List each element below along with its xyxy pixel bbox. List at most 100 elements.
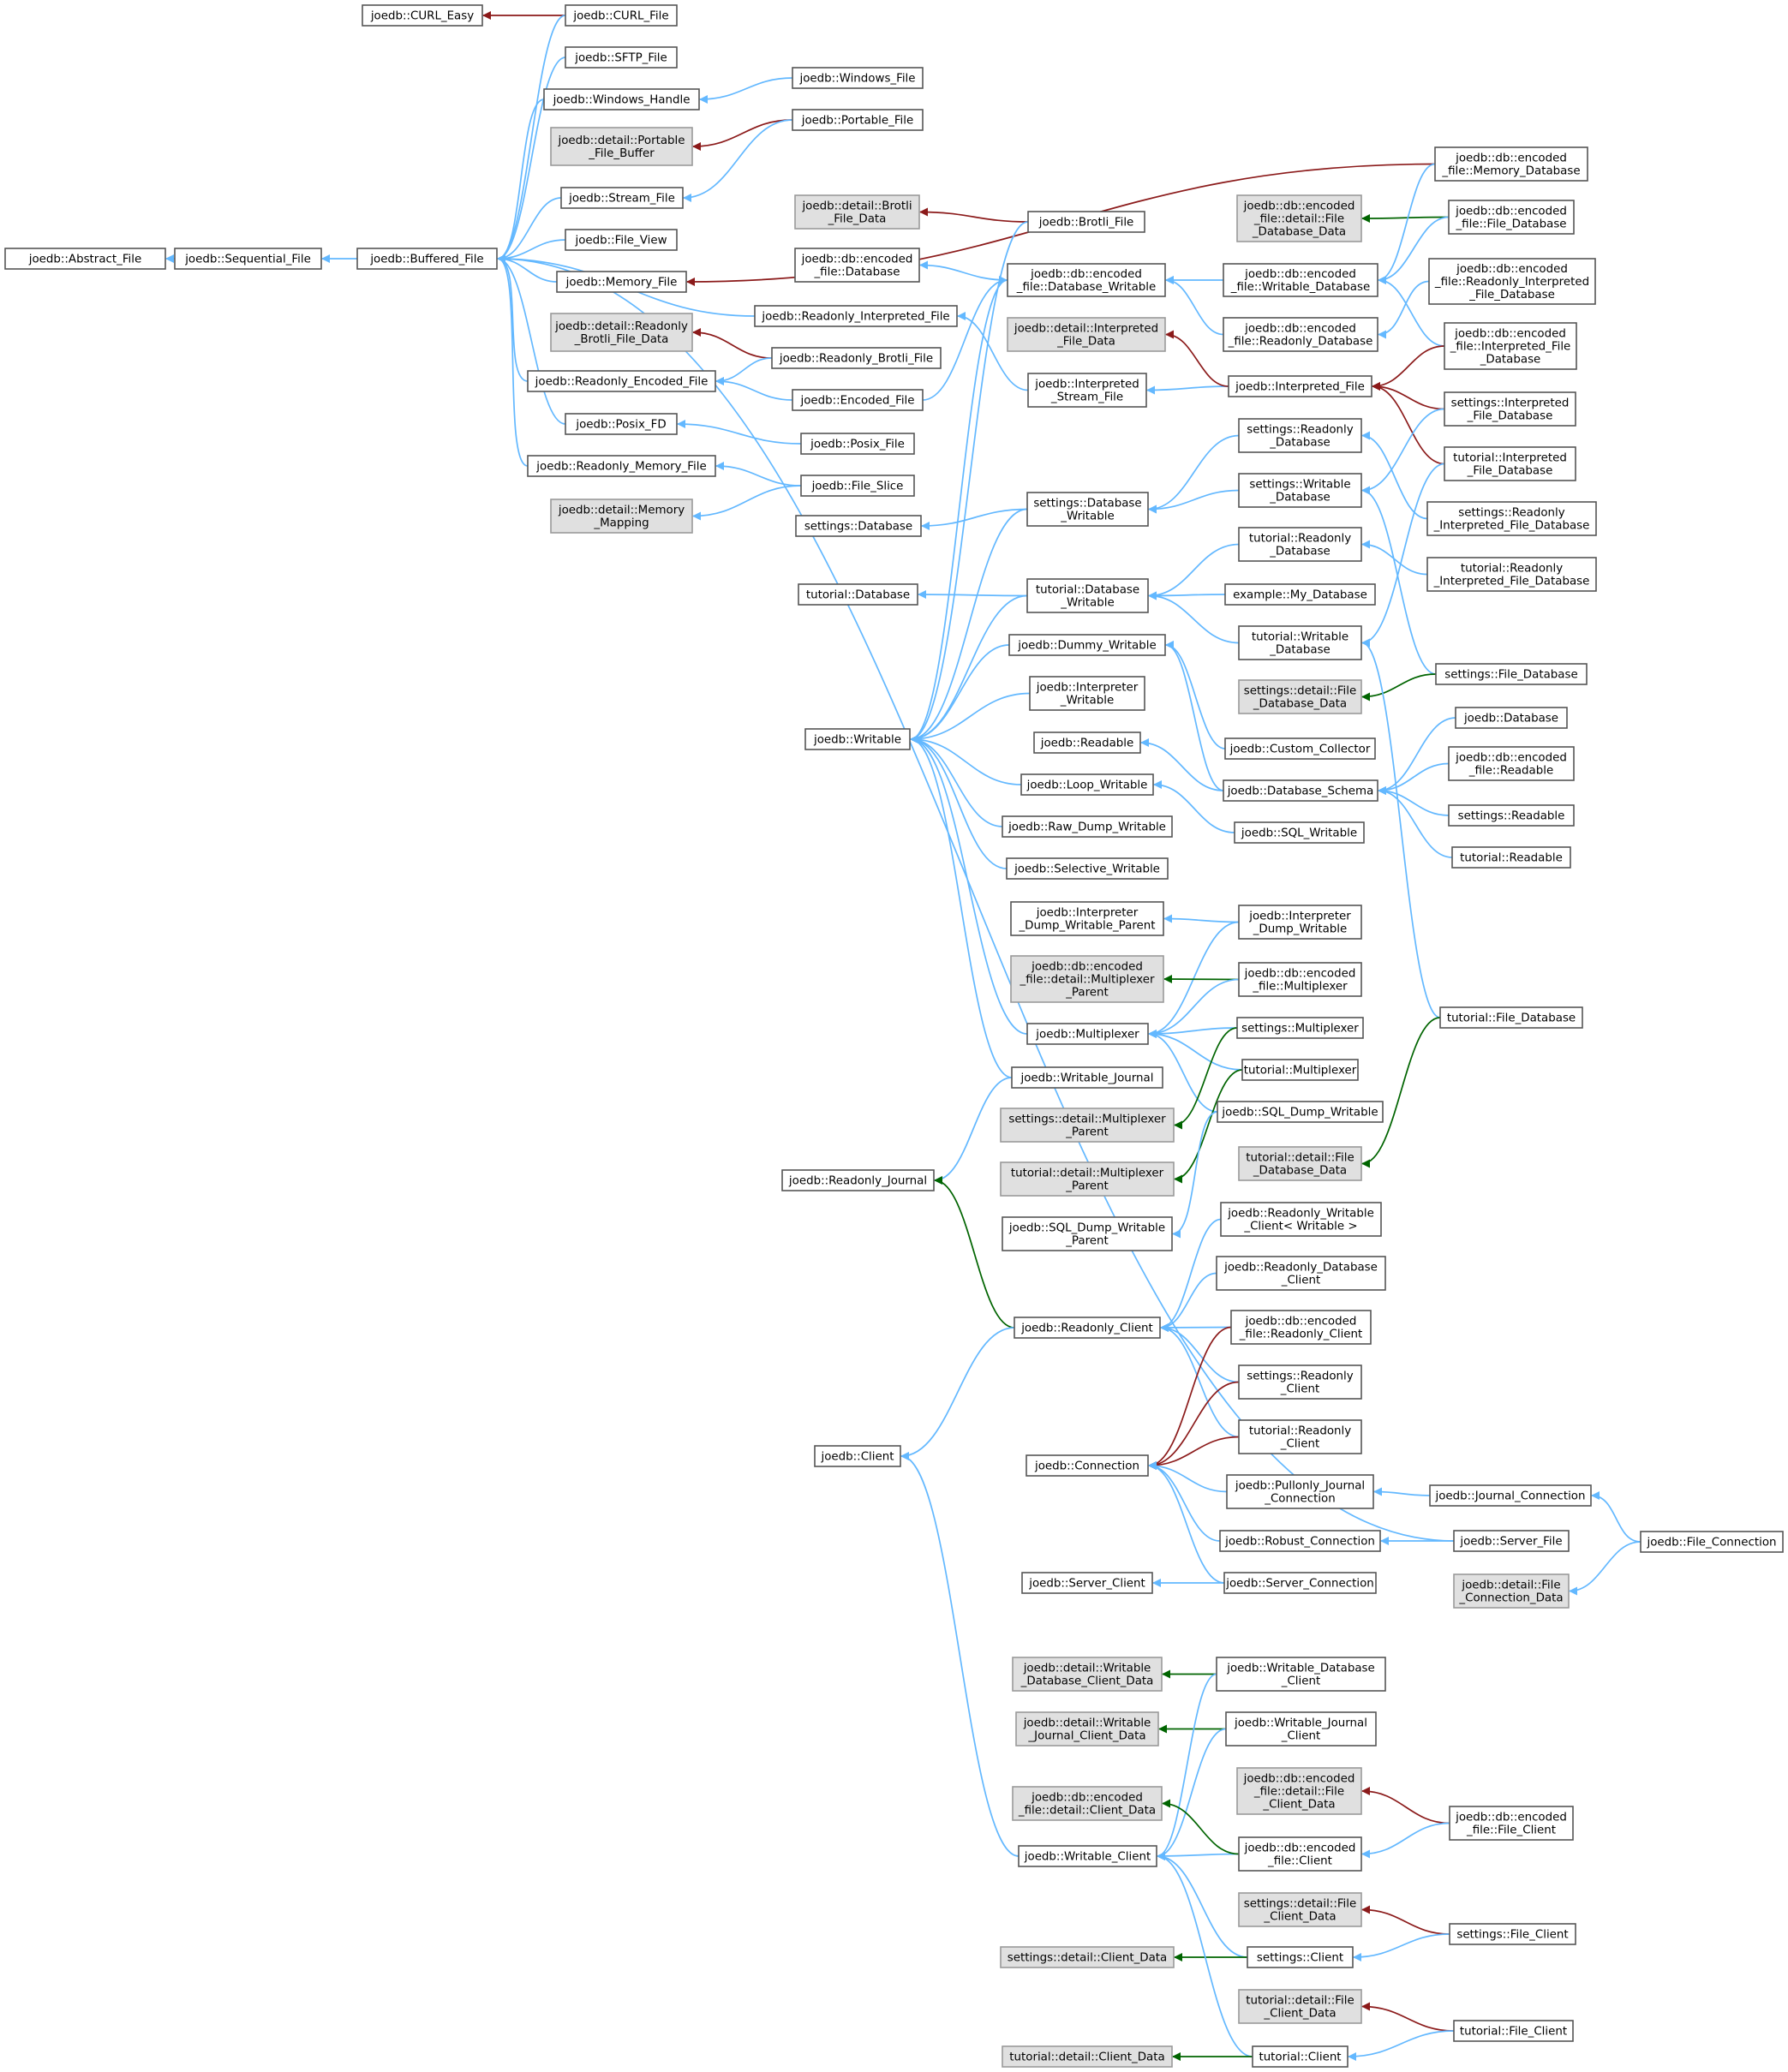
class-node-custom-collector[interactable]: joedb::Custom_Collector (1224, 737, 1376, 760)
class-node-server-connection[interactable]: joedb::Server_Connection (1223, 1572, 1377, 1594)
class-node-enc-detail-multiplexer-parent[interactable]: joedb::db::encoded_file::detail::Multipl… (1010, 955, 1164, 1003)
class-node-enc-database[interactable]: joedb::db::encoded_file::Database (794, 248, 920, 283)
class-node-interpreter-writable[interactable]: joedb::Interpreter_Writable (1029, 676, 1145, 711)
class-node-writable-database-client[interactable]: joedb::Writable_Database_Client (1216, 1657, 1386, 1692)
class-node-enc-file-database[interactable]: joedb::db::encoded_file::File_Database (1448, 200, 1575, 235)
class-node-tutorial-detail-client-data[interactable]: tutorial::detail::Client_Data (1002, 2045, 1173, 2068)
class-node-writable-database-client-data[interactable]: joedb::detail::Writable_Database_Client_… (1012, 1657, 1163, 1692)
class-node-settings-detail-file-client-data[interactable]: settings::detail::File_Client_Data (1238, 1892, 1362, 1927)
class-node-raw-dump-writable[interactable]: joedb::Raw_Dump_Writable (1002, 815, 1173, 838)
class-node-tutorial-detail-multiplexer-parent[interactable]: tutorial::detail::Multiplexer_Parent (1000, 1161, 1175, 1197)
class-node-settings-detail-multiplexer-parent[interactable]: settings::detail::Multiplexer_Parent (1000, 1108, 1175, 1143)
class-node-loop-writable[interactable]: joedb::Loop_Writable (1020, 773, 1154, 796)
class-node-enc-readonly-database[interactable]: joedb::db::encoded_file::Readonly_Databa… (1223, 317, 1378, 352)
class-node-dummy-writable[interactable]: joedb::Dummy_Writable (1008, 634, 1166, 656)
class-node-writable-journal-client-data[interactable]: joedb::detail::Writable_Journal_Client_D… (1015, 1711, 1159, 1747)
class-node-settings-readonly-client[interactable]: settings::Readonly_Client (1238, 1364, 1362, 1400)
class-node-interpreted-file[interactable]: joedb::Interpreted_File (1228, 375, 1372, 397)
class-node-enc-detail-file-client-data[interactable]: joedb::db::encoded_file::detail::File_Cl… (1236, 1767, 1362, 1815)
class-node-tutorial-multiplexer[interactable]: tutorial::Multiplexer (1241, 1059, 1359, 1081)
class-node-settings-readonly-interpreted-file-database[interactable]: settings::Readonly_Interpreted_File_Data… (1426, 501, 1597, 536)
class-node-tutorial-file-client[interactable]: tutorial::File_Client (1453, 2020, 1574, 2042)
class-node-file-connection-data[interactable]: joedb::detail::File_Connection_Data (1453, 1573, 1570, 1609)
class-node-abstract-file[interactable]: joedb::Abstract_File (4, 248, 166, 270)
class-node-tutorial-writable-database[interactable]: tutorial::Writable_Database (1238, 625, 1362, 660)
class-node-sftp-file[interactable]: joedb::SFTP_File (565, 46, 678, 69)
class-node-settings-file-database[interactable]: settings::File_Database (1435, 663, 1588, 685)
class-node-readonly-writable-client[interactable]: joedb::Readonly_Writable_Client< Writabl… (1220, 1202, 1382, 1237)
class-node-windows-file[interactable]: joedb::Windows_File (792, 67, 924, 89)
class-node-enc-detail-client-data[interactable]: joedb::db::encoded_file::detail::Client_… (1012, 1786, 1163, 1821)
class-node-tutorial-readonly-client[interactable]: tutorial::Readonly_Client (1238, 1419, 1362, 1454)
class-node-settings-client[interactable]: settings::Client (1247, 1946, 1354, 1968)
class-node-interpreter-dump-writable-parent[interactable]: joedb::Interpreter_Dump_Writable_Parent (1010, 901, 1164, 936)
class-node-joedb-database[interactable]: joedb::Database (1455, 707, 1568, 729)
class-node-brotli-file[interactable]: joedb::Brotli_File (1027, 211, 1145, 233)
class-node-buffered-file[interactable]: joedb::Buffered_File (356, 248, 498, 270)
class-node-interpreted-stream-file[interactable]: joedb::Interpreted_Stream_File (1027, 373, 1147, 408)
class-node-enc-file-client[interactable]: joedb::db::encoded_file::File_Client (1449, 1806, 1574, 1841)
class-node-readonly-journal[interactable]: joedb::Readonly_Journal (781, 1169, 935, 1191)
class-node-selective-writable[interactable]: joedb::Selective_Writable (1006, 857, 1169, 880)
class-node-tutorial-database-writable[interactable]: tutorial::Database_Writable (1026, 578, 1149, 613)
class-node-file-connection[interactable]: joedb::File_Connection (1640, 1531, 1784, 1553)
class-node-file-slice[interactable]: joedb::File_Slice (800, 475, 915, 497)
class-node-file-view[interactable]: joedb::File_View (565, 229, 678, 251)
class-node-tutorial-readable[interactable]: tutorial::Readable (1451, 846, 1571, 869)
class-node-settings-writable-database[interactable]: settings::Writable_Database (1238, 473, 1362, 508)
class-node-sql-dump-writable[interactable]: joedb::SQL_Dump_Writable (1217, 1101, 1384, 1123)
class-node-enc-writable-database[interactable]: joedb::db::encoded_file::Writable_Databa… (1223, 263, 1378, 297)
class-node-settings-interpreted-file-database[interactable]: settings::Interpreted_File_Database (1444, 391, 1576, 427)
class-node-writable-journal[interactable]: joedb::Writable_Journal (1011, 1066, 1163, 1089)
class-node-robust-connection[interactable]: joedb::Robust_Connection (1219, 1530, 1381, 1552)
class-node-enc-multiplexer[interactable]: joedb::db::encoded_file::Multiplexer (1238, 962, 1362, 997)
class-node-portable-file-buffer[interactable]: joedb::detail::Portable_File_Buffer (550, 127, 693, 166)
class-node-tutorial-client[interactable]: tutorial::Client (1252, 2045, 1348, 2068)
class-node-readonly-brotli-file[interactable]: joedb::Readonly_Brotli_File (771, 347, 942, 369)
class-node-settings-database-writable[interactable]: settings::Database_Writable (1026, 492, 1149, 527)
class-node-settings-readable[interactable]: settings::Readable (1448, 804, 1575, 827)
class-node-enc-memory-database[interactable]: joedb::db::encoded_file::Memory_Database (1434, 146, 1588, 182)
class-node-sequential-file[interactable]: joedb::Sequential_File (174, 248, 322, 270)
class-node-multiplexer[interactable]: joedb::Multiplexer (1026, 1023, 1149, 1045)
class-node-server-file[interactable]: joedb::Server_File (1453, 1530, 1570, 1552)
class-node-readonly-interpreted-file[interactable]: joedb::Readonly_Interpreted_File (754, 305, 958, 327)
class-node-connection[interactable]: joedb::Connection (1026, 1454, 1149, 1477)
class-node-database-schema[interactable]: joedb::Database_Schema (1223, 779, 1378, 802)
class-node-writable-client[interactable]: joedb::Writable_Client (1018, 1845, 1157, 1867)
class-node-enc-readonly-interpreted-file-database[interactable]: joedb::db::encoded_file::Readonly_Interp… (1428, 258, 1596, 305)
class-node-brotli-file-data[interactable]: joedb::detail::Brotli_File_Data (794, 194, 920, 230)
class-node-journal-connection[interactable]: joedb::Journal_Connection (1429, 1484, 1592, 1507)
class-node-enc-database-writable[interactable]: joedb::db::encoded_file::Database_Writab… (1007, 263, 1166, 297)
class-node-tutorial-database[interactable]: tutorial::Database (798, 583, 918, 606)
class-node-enc-interpreted-file-database[interactable]: joedb::db::encoded_file::Interpreted_Fil… (1444, 322, 1577, 370)
class-node-readonly-encoded-file[interactable]: joedb::Readonly_Encoded_File (527, 370, 716, 392)
class-node-enc-readable[interactable]: joedb::db::encoded_file::Readable (1448, 746, 1575, 781)
class-node-curl-file[interactable]: joedb::CURL_File (565, 4, 678, 27)
class-node-interpreter-dump-writable[interactable]: joedb::Interpreter_Dump_Writable (1238, 905, 1362, 940)
class-node-enc-detail-file-database-data[interactable]: joedb::db::encoded_file::detail::File_Da… (1236, 194, 1362, 242)
class-node-windows-handle[interactable]: joedb::Windows_Handle (543, 88, 700, 110)
class-node-client[interactable]: joedb::Client (814, 1445, 901, 1467)
class-node-tutorial-readonly-database[interactable]: tutorial::Readonly_Database (1238, 527, 1362, 562)
class-node-settings-file-client[interactable]: settings::File_Client (1449, 1923, 1576, 1945)
class-node-curl-easy[interactable]: joedb::CURL_Easy (362, 4, 483, 27)
class-node-interpreted-file-data[interactable]: joedb::detail::Interpreted_File_Data (1007, 317, 1166, 352)
class-node-stream-file[interactable]: joedb::Stream_File (560, 187, 684, 209)
class-node-tutorial-interpreted-file-database[interactable]: tutorial::Interpreted_File_Database (1444, 446, 1576, 481)
class-node-pullonly-journal-connection[interactable]: joedb::Pullonly_Journal_Connection (1226, 1474, 1374, 1509)
class-node-readonly-client[interactable]: joedb::Readonly_Client (1014, 1317, 1161, 1339)
class-node-server-client[interactable]: joedb::Server_Client (1021, 1572, 1153, 1594)
class-node-tutorial-detail-file-database-data[interactable]: tutorial::detail::File_Database_Data (1238, 1146, 1362, 1181)
class-node-writable[interactable]: joedb::Writable (804, 728, 911, 750)
class-node-posix-fd[interactable]: joedb::Posix_FD (565, 413, 678, 435)
class-node-tutorial-readonly-interpreted-file-database[interactable]: tutorial::Readonly_Interpreted_File_Data… (1426, 557, 1597, 592)
class-node-sql-writable[interactable]: joedb::SQL_Writable (1234, 821, 1365, 844)
class-node-memory-file[interactable]: joedb::Memory_File (556, 271, 687, 293)
class-node-example-my-database[interactable]: example::My_Database (1224, 583, 1376, 606)
class-node-memory-mapping[interactable]: joedb::detail::Memory_Mapping (550, 499, 693, 534)
class-node-readonly-brotli-file-data[interactable]: joedb::detail::Readonly_Brotli_File_Data (550, 313, 693, 352)
class-node-settings-detail-file-database-data[interactable]: settings::detail::File_Database_Data (1238, 679, 1362, 714)
class-node-posix-file[interactable]: joedb::Posix_File (800, 433, 915, 455)
class-node-tutorial-detail-file-client-data[interactable]: tutorial::detail::File_Client_Data (1238, 1989, 1362, 2024)
